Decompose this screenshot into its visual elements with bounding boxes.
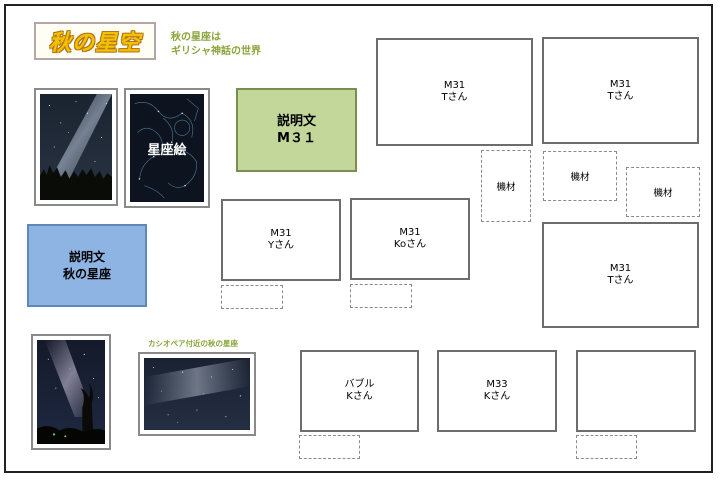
galaxy-landscape-photo (31, 334, 111, 450)
booth-m33-k: M33 Kさん (437, 350, 557, 432)
cassiopeia-caption: カシオペア付近の秋の星座 (148, 339, 238, 348)
milky-way-photo (34, 88, 118, 206)
subtitle-line2: ギリシャ神話の世界 (171, 46, 261, 57)
subtitle-line1: 秋の星座は (171, 32, 221, 43)
placeholder-slot (576, 435, 637, 459)
equipment-area-3: 機材 (626, 167, 700, 217)
constellation-art-photo: 星座絵 (124, 88, 210, 208)
cassiopeia-photo (138, 352, 256, 436)
equipment-label: 機材 (496, 182, 516, 193)
equipment-area-1: 機材 (481, 150, 531, 222)
booth-m31-ko: M31 Koさん (350, 198, 470, 280)
page-title: 秋の星空 (48, 31, 141, 56)
equipment-area-2: 機材 (543, 151, 617, 201)
booth-m31-t-3: M31 Tさん (542, 222, 699, 328)
board-frame (4, 4, 713, 473)
booth-m31-t-1: M31 Tさん (376, 38, 533, 146)
equipment-label: 機材 (653, 188, 673, 199)
placeholder-slot (299, 435, 360, 459)
constellation-art-image: 星座絵 (130, 94, 204, 202)
galaxy-landscape-image (37, 340, 105, 444)
booth-m31-t-2: M31 Tさん (542, 37, 699, 144)
placeholder-slot (350, 284, 412, 308)
booth-bubble-k: バブル Kさん (300, 350, 419, 432)
booth-empty (576, 350, 696, 432)
explanation-m31: 説明文 M３１ (236, 88, 357, 172)
milky-way-image (40, 94, 112, 200)
explanation-autumn-constellations: 説明文 秋の星座 (27, 224, 147, 307)
constellation-art-label: 星座絵 (147, 142, 187, 158)
equipment-label: 機材 (570, 172, 590, 183)
title-box: 秋の星空 (34, 22, 156, 60)
booth-m31-y: M31 Yさん (221, 199, 341, 281)
cassiopeia-image (144, 358, 250, 430)
placeholder-slot (221, 285, 283, 309)
